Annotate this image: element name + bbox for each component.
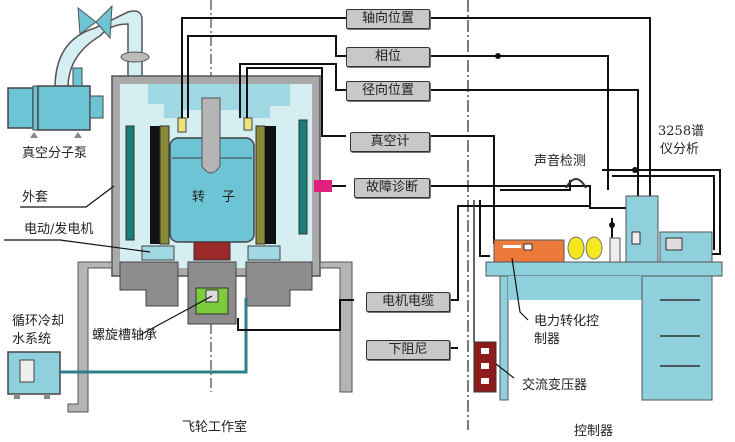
power-controller-label-2: 制器: [534, 332, 561, 347]
fault-diagnosis-box: 故障诊断: [354, 178, 430, 198]
signal-wires: [181, 17, 721, 349]
spectrum-analyzer-label-1: 3258谱: [658, 124, 705, 139]
power-conversion-controller: [493, 239, 565, 263]
cooling-water-unit: [7, 298, 248, 399]
vacuum-pump-label: 真空分子泵: [22, 146, 88, 161]
stand-left: [67, 261, 113, 413]
radial-position-box: 径向位置: [346, 81, 430, 101]
phase-box: 相位: [346, 47, 430, 67]
controller-station: [473, 195, 723, 401]
spectrum-analyzer-tower: [625, 195, 659, 263]
cooling-system-label-1: 循环冷却: [12, 314, 65, 329]
motor-cable-box: 电机电缆: [366, 292, 450, 312]
rotor-label-left: 转: [192, 190, 206, 205]
vacuum-gauge-box: 真空计: [350, 132, 430, 152]
stand-right: [319, 261, 353, 393]
ac-transformer-label: 交流变压器: [522, 378, 588, 393]
motor-generator-label: 电动/发电机: [24, 222, 94, 237]
acoustic-detection-label: 声音检测: [534, 154, 587, 169]
axial-position-box: 轴向位置: [346, 9, 430, 29]
vacuum-molecular-pump: [7, 4, 150, 138]
spiral-bearing-label: 螺旋槽轴承: [92, 328, 158, 343]
acoustic-headphone-icon: [565, 178, 587, 189]
cooling-system-label-2: 水系统: [12, 332, 52, 347]
flywheel-housing: [111, 75, 321, 325]
fault-sensor: [314, 180, 332, 192]
outer-casing-label: 外套: [22, 190, 49, 205]
rotor-label-right: 子: [222, 190, 236, 205]
power-controller-label-1: 电力转化控: [534, 314, 600, 329]
flywheel-chamber-label: 飞轮工作室: [182, 420, 248, 435]
lower-damper-box: 下阻尼: [366, 340, 450, 360]
spectrum-analyzer-label-2: 仪分析: [660, 142, 700, 157]
leader-lines: [4, 185, 529, 379]
controller-section-label: 控制器: [574, 424, 614, 439]
